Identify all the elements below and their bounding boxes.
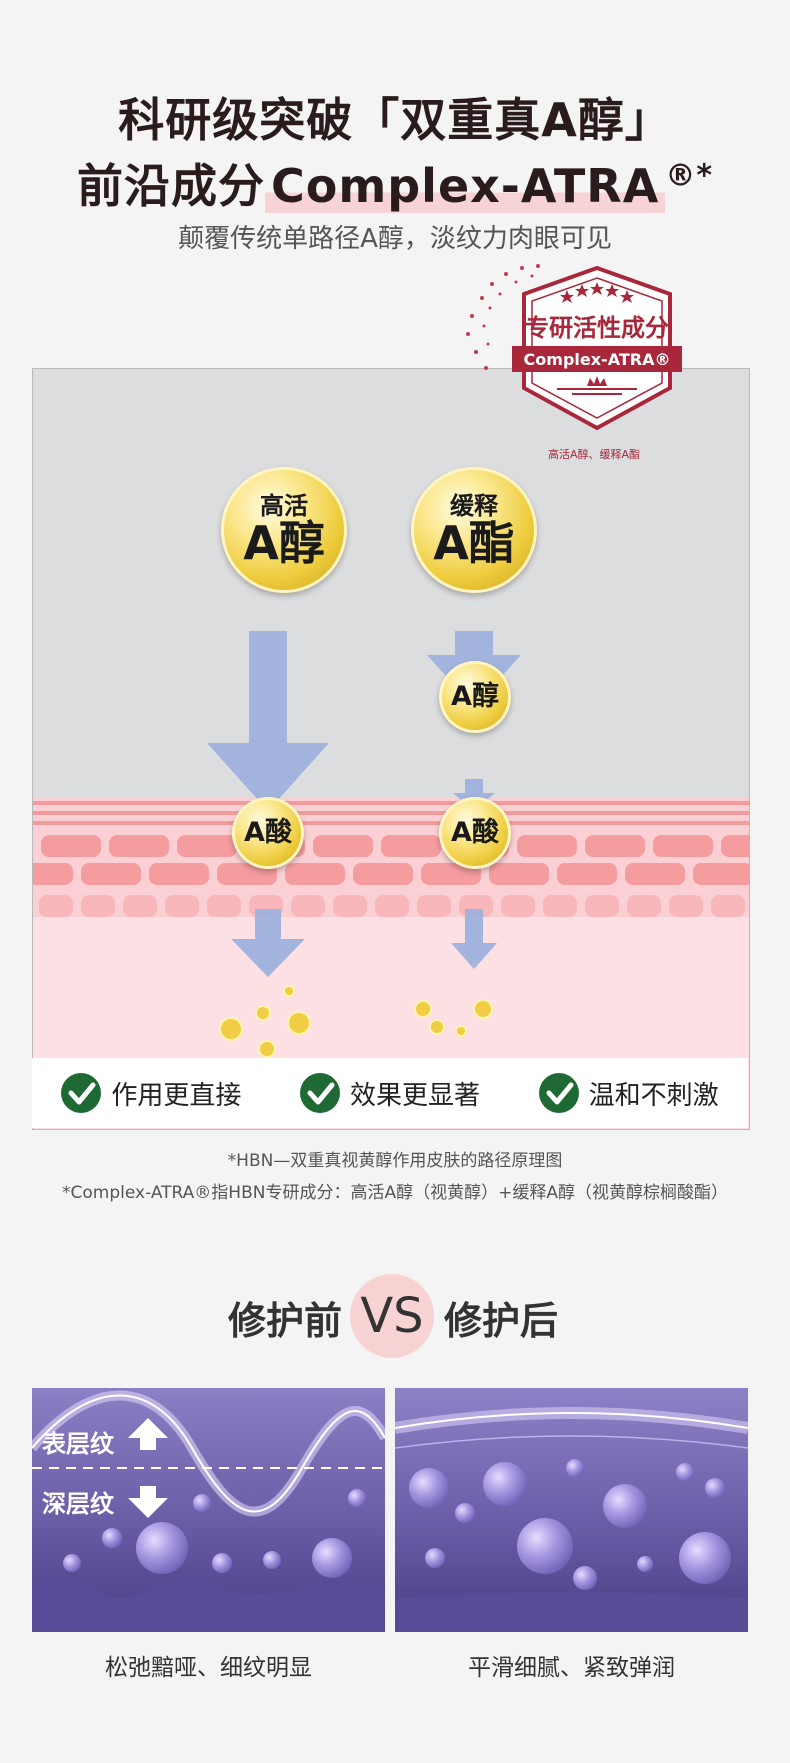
badge-ribbon-icon: [512, 346, 682, 372]
star-icon: [620, 290, 634, 303]
arrow-right-down: [451, 909, 497, 969]
badge-caption: 高活A醇、缓释A酯: [548, 448, 641, 461]
feature-label: 效果更显著: [349, 1080, 480, 1111]
smooth-skin-illustration: [395, 1388, 748, 1632]
crown-icon: [557, 376, 637, 395]
after-label: 修护后: [444, 1299, 559, 1343]
star-icon: [605, 284, 619, 297]
check-icon: [61, 1073, 102, 1113]
skin-illustration: [33, 631, 749, 1129]
feature-label: 温和不刺激: [588, 1080, 719, 1111]
after-image: [395, 1388, 748, 1632]
retinyl-ester-coin: 缓释 A酯: [411, 467, 537, 593]
check-icon: [299, 1073, 340, 1113]
star-icon: [575, 284, 589, 297]
retinoic-acid-coin-right: A酸: [439, 797, 511, 869]
feature-label: 作用更直接: [111, 1080, 242, 1111]
headline-prefix: 前沿成分: [76, 159, 265, 213]
ingredient-badge: 专研活性成分 Complex-ATRA®: [466, 264, 682, 431]
feature-item: 温和不刺激: [538, 1073, 719, 1113]
footnote-1: *HBN—双重真视黄醇作用皮肤的路径原理图: [227, 1151, 563, 1171]
retinoic-acid-coin-left: A酸: [232, 797, 304, 869]
star-icon: [590, 282, 604, 295]
wrinkled-skin-illustration: [32, 1388, 385, 1632]
arrow-down-icon: [128, 1486, 168, 1518]
ester-coin-small: 缓释: [450, 492, 498, 520]
retinol-coin: 高活 A醇: [221, 467, 347, 593]
check-icon: [538, 1073, 579, 1113]
arrow-up-icon: [128, 1418, 168, 1450]
skin-cell-rows: [33, 801, 749, 825]
mid-coin-text: A醇: [451, 681, 499, 712]
arrow-left-long: [207, 631, 329, 811]
feature-row: 作用更直接 效果更显著 温和不刺激: [32, 1058, 748, 1128]
burst-dots-icon: [466, 264, 540, 370]
acid-right-text: A酸: [451, 817, 499, 848]
retinol-coin-small: 高活: [260, 492, 308, 520]
headline-line1: 科研级突破「双重真A醇」: [118, 93, 672, 147]
acid-left-text: A酸: [244, 817, 292, 848]
star-icon: [560, 290, 574, 303]
headline-highlight: Complex-ATRA: [264, 159, 666, 213]
feature-item: 作用更直接: [61, 1073, 241, 1113]
ester-coin-big: A酯: [433, 516, 515, 570]
droplets: [219, 985, 493, 1058]
after-caption: 平滑细腻、紧致弹润: [468, 1655, 675, 1681]
before-label: 修护前: [228, 1299, 343, 1343]
footnote-2: *Complex-ATRA®指HBN专研成分：高活A醇（视黄醇）+缓释A醇（视黄…: [62, 1183, 728, 1203]
retinol-coin-big: A醇: [243, 516, 325, 570]
before-caption: 松弛黯哑、细纹明显: [105, 1655, 312, 1681]
badge-title: 专研活性成分: [525, 314, 669, 342]
before-image: 表层纹 深层纹: [32, 1388, 385, 1632]
headline-subtitle: 颠覆传统单路径A醇，淡纹力肉眼可见: [178, 224, 612, 254]
pathway-diagram: 高活 A醇 缓释 A酯 A醇 A酸 A酸: [32, 368, 750, 1130]
comparison-heading: 修护前 VS 修护后: [0, 1268, 790, 1358]
surface-wrinkle-label: 表层纹: [42, 1430, 114, 1458]
arrow-left-down: [231, 909, 305, 977]
vs-text: VS: [360, 1288, 424, 1344]
feature-item: 效果更显著: [299, 1073, 480, 1113]
headline-suffix: ®*: [665, 158, 714, 194]
skin-deep-cells: [39, 895, 745, 917]
retinol-mid-coin: A醇: [439, 661, 511, 733]
badge-ribbon-text: Complex-ATRA®: [524, 350, 671, 369]
arrow-right-mid: [453, 779, 495, 811]
deep-wrinkle-label: 深层纹: [42, 1490, 114, 1518]
vs-badge: VS: [350, 1274, 434, 1358]
